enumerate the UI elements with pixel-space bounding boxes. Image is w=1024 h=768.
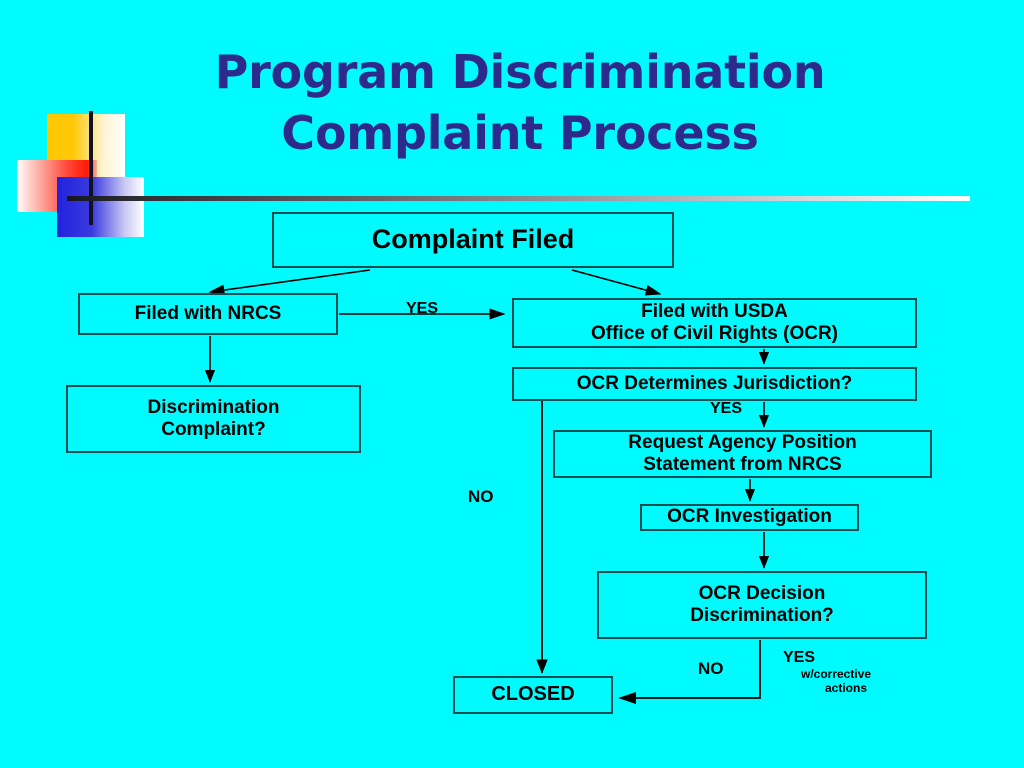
node-ocr-determines-jurisdiction[interactable]: OCR Determines Jurisdiction? xyxy=(512,367,917,401)
edge-label-yes-corrective-sub1: w/corrective xyxy=(801,667,872,681)
node-request-agency-position-line1: Request Agency Position xyxy=(628,431,857,453)
edge-label-no-decision: NO xyxy=(698,659,724,678)
slide-title-line1: Program Discrimination xyxy=(214,45,826,99)
node-discrimination-complaint-line1: Discrimination xyxy=(147,396,280,418)
node-complaint-filed[interactable]: Complaint Filed xyxy=(272,212,674,268)
decorative-horizontal-rule xyxy=(67,196,970,201)
node-filed-with-usda[interactable]: Filed with USDA Office of Civil Rights (… xyxy=(512,298,917,348)
node-filed-with-usda-line1: Filed with USDA xyxy=(641,300,788,322)
node-ocr-decision[interactable]: OCR Decision Discrimination? xyxy=(597,571,927,639)
node-closed[interactable]: CLOSED xyxy=(453,676,613,714)
edge-label-yes-corrective: YES w/corrective actions xyxy=(783,649,871,695)
node-ocr-decision-line1: OCR Decision xyxy=(698,582,826,604)
node-complaint-filed-label: Complaint Filed xyxy=(371,224,575,255)
slide-title: Program Discrimination Complaint Process xyxy=(120,42,920,163)
edge-label-yes-nrcs-to-usda: YES xyxy=(406,300,439,317)
decorative-logo xyxy=(0,0,300,260)
node-request-agency-position[interactable]: Request Agency Position Statement from N… xyxy=(553,430,932,478)
node-discrimination-complaint[interactable]: Discrimination Complaint? xyxy=(66,385,361,453)
node-discrimination-complaint-line2: Complaint? xyxy=(161,419,266,440)
node-filed-with-nrcs-label: Filed with NRCS xyxy=(134,302,282,324)
node-ocr-investigation-label: OCR Investigation xyxy=(667,506,832,528)
node-filed-with-nrcs[interactable]: Filed with NRCS xyxy=(78,293,338,335)
node-ocr-investigation[interactable]: OCR Investigation xyxy=(640,504,859,531)
node-request-agency-position-line2: Statement from NRCS xyxy=(643,454,842,475)
node-ocr-determines-jurisdiction-label: OCR Determines Jurisdiction? xyxy=(576,372,853,394)
node-ocr-decision-line2: Discrimination? xyxy=(690,605,834,626)
edge-label-no-jurisdiction: NO xyxy=(468,487,494,506)
node-closed-label: CLOSED xyxy=(491,683,575,706)
slide-title-line2: Complaint Process xyxy=(281,105,759,160)
decorative-vertical-line xyxy=(89,111,93,225)
edge-label-yes-jurisdiction: YES xyxy=(710,400,743,417)
edge-label-yes-corrective-main: YES xyxy=(783,649,816,666)
decorative-square-blue xyxy=(57,177,144,237)
node-filed-with-usda-line2: Office of Civil Rights (OCR) xyxy=(591,323,838,344)
edge-label-yes-corrective-sub2: actions xyxy=(825,681,868,696)
